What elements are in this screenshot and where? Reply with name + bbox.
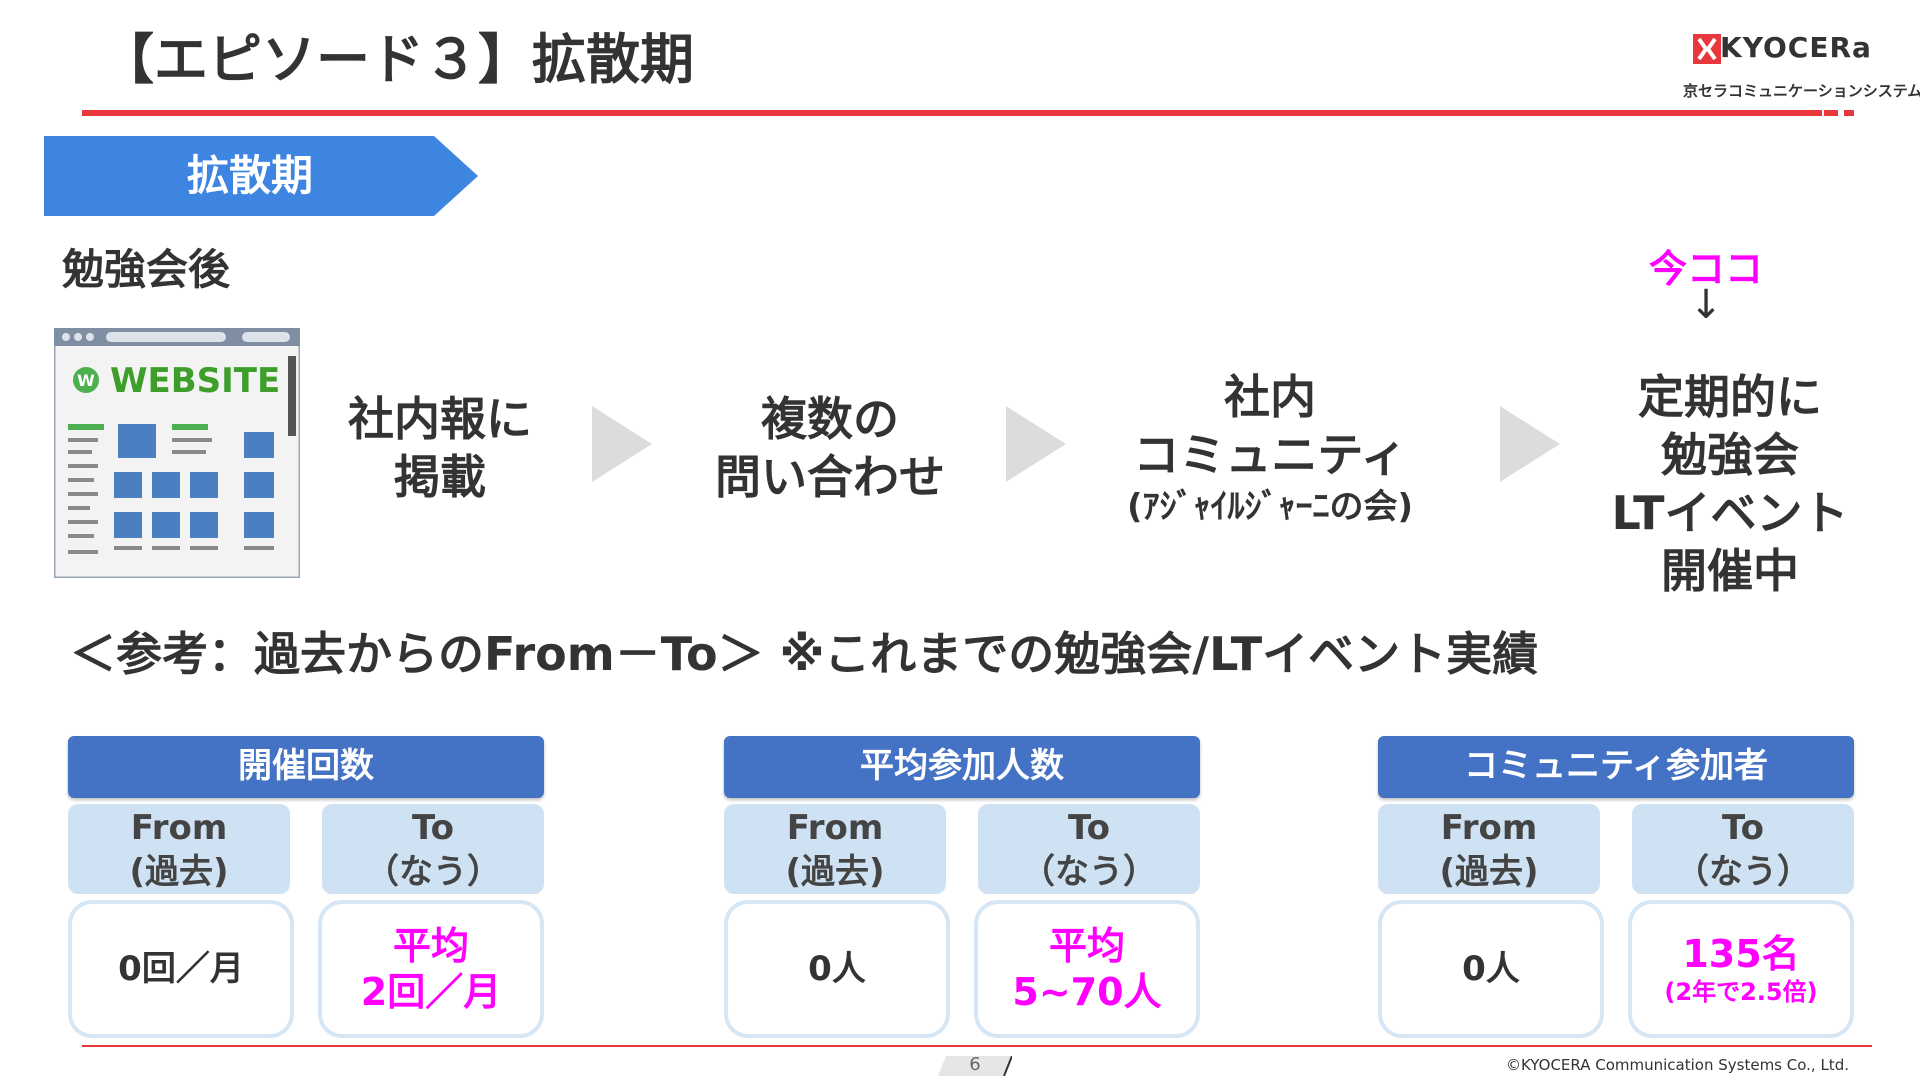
from-value: 0人 [1378,900,1604,1038]
from-label: From(過去) [1378,804,1600,894]
card-header: 平均参加人数 [724,736,1200,798]
from-value: 0回／月 [68,900,294,1038]
current-position-label: 今ココ [1648,247,1763,291]
website-illustration-icon: W WEBSITE [54,328,300,578]
page-number-tab [938,1056,1012,1076]
page-title: 【エピソード３】拡散期 [100,28,694,91]
kyocera-logo-icon [1693,34,1721,64]
footer-divider [82,1045,1872,1047]
card-community-members: コミュニティ参加者 From(過去) To（なう） 0人 135名 (2年で2.… [1378,736,1854,1038]
svg-text:W: W [77,371,95,390]
phase-banner-label: 拡散期 [186,151,313,200]
header-divider [82,110,1822,116]
down-arrow-icon: ↓ [1689,282,1723,328]
card-header: 開催回数 [68,736,544,798]
to-label: To（なう） [1632,804,1854,894]
card-average-attendance: 平均参加人数 From(過去) To（なう） 0人 平均 5~70人 [724,736,1200,1038]
from-label: From(過去) [724,804,946,894]
copyright: ©KYOCERA Communication Systems Co., Ltd. [1506,1056,1849,1074]
step-regular-study-sessions: 定期的に 勉強会 LTイベント 開催中 [1611,370,1849,598]
to-label: To（なう） [322,804,544,894]
card-session-count: 開催回数 From(過去) To（なう） 0回／月 平均 2回／月 [68,736,544,1038]
svg-text:WEBSITE: WEBSITE [110,361,280,401]
card-header: コミュニティ参加者 [1378,736,1854,798]
kyocera-logo-subtitle: 京セラコミュニケーションシステム [1683,82,1920,100]
step-multiple-inquiries: 複数の 問い合わせ [715,392,945,504]
reference-heading: ＜参考：過去からのFrom－To＞ ※これまでの勉強会/LTイベント実績 [70,627,1539,681]
step-internal-community: 社内 コミュニティ (ｱｼﾞｬｲﾙｼﾞｬｰﾆの会) [1126,370,1414,527]
step-internal-newsletter: 社内報に 掲載 [348,392,532,504]
chevron-right-icon [1500,406,1560,482]
phase-banner [44,136,478,216]
page-number: 6 [969,1054,981,1075]
chevron-right-icon [1006,406,1066,482]
to-value: 平均 5~70人 [974,900,1200,1038]
to-value: 135名 (2年で2.5倍) [1628,900,1854,1038]
section-title: 勉強会後 [62,245,231,294]
from-label: From(過去) [68,804,290,894]
header-divider-dash [1844,110,1854,116]
to-label: To（なう） [978,804,1200,894]
to-value: 平均 2回／月 [318,900,544,1038]
from-value: 0人 [724,900,950,1038]
chevron-right-icon [592,406,652,482]
kyocera-logo-text: KYOCERa [1720,31,1872,64]
header-divider-dash [1824,110,1838,116]
